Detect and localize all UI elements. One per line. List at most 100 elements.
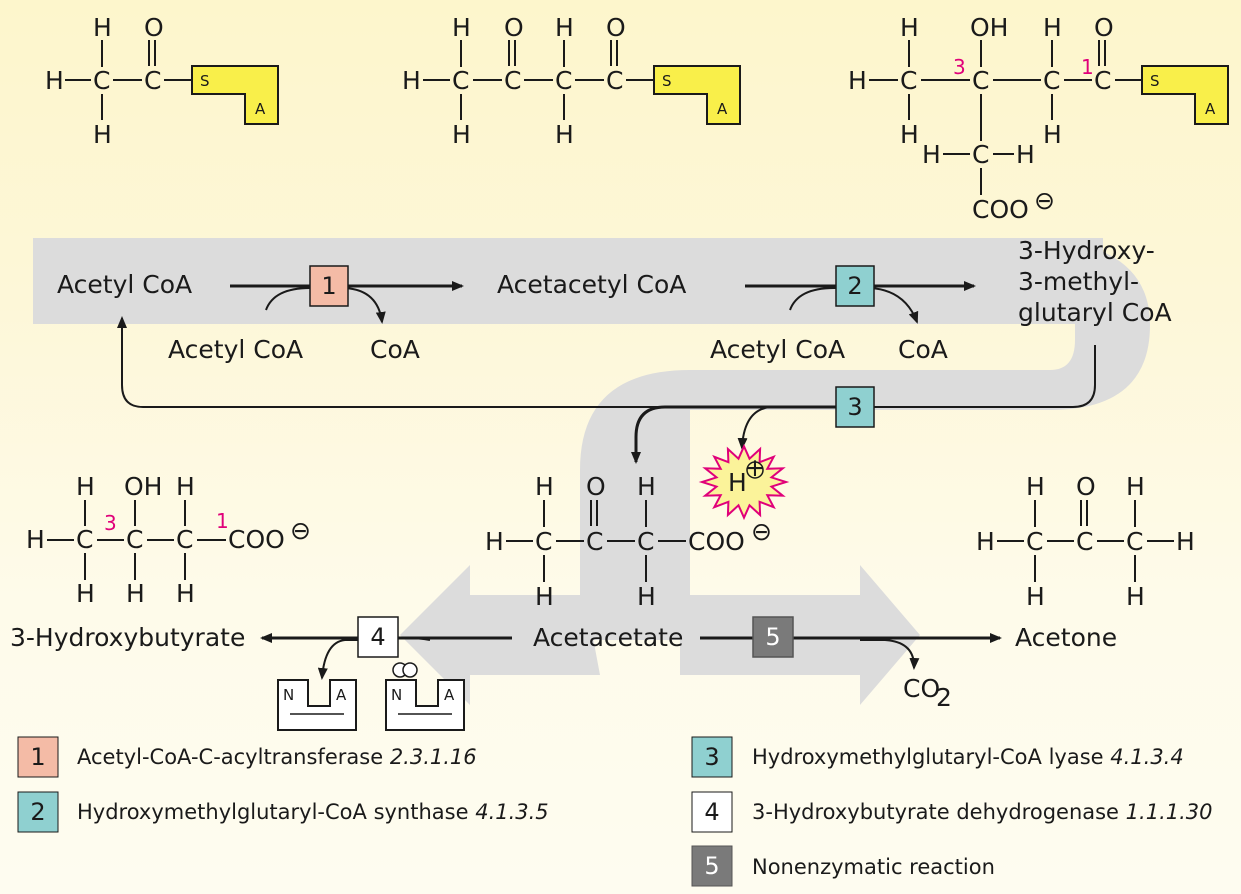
svg-text:A: A <box>1205 100 1216 118</box>
svg-text:⊖: ⊖ <box>290 516 311 545</box>
svg-text:O: O <box>606 13 626 42</box>
svg-text:C: C <box>1126 527 1143 556</box>
svg-text:Hydroxymethylglutaryl-CoA synt: Hydroxymethylglutaryl-CoA synthase 4.1.3… <box>77 800 549 824</box>
legend-item-1: 1 Acetyl-CoA-C-acyltransferase 2.3.1.16 <box>17 736 477 778</box>
svg-text:C: C <box>637 527 654 556</box>
svg-text:H: H <box>93 120 112 149</box>
svg-text:H: H <box>452 13 471 42</box>
svg-text:A: A <box>444 686 455 704</box>
svg-text:H: H <box>26 525 45 554</box>
svg-text:H: H <box>555 120 574 149</box>
svg-text:S: S <box>200 72 210 90</box>
acetyl-coa-structure: H O H C C H S A <box>45 13 279 149</box>
svg-text:1: 1 <box>216 509 229 533</box>
svg-text:H: H <box>402 66 421 95</box>
svg-text:H: H <box>1043 13 1062 42</box>
proton-arrow <box>737 406 836 450</box>
svg-text:⊖: ⊖ <box>751 517 772 546</box>
svg-text:1: 1 <box>321 272 336 300</box>
svg-text:H: H <box>1016 140 1035 169</box>
svg-text:COO: COO <box>688 527 745 556</box>
hmg-coa-label-line2: 3-methyl- <box>1018 267 1139 296</box>
svg-text:H: H <box>535 472 554 501</box>
svg-text:C: C <box>176 525 193 554</box>
svg-text:H: H <box>45 66 64 95</box>
legend-item-5: 5 Nonenzymatic reaction <box>691 845 995 887</box>
acetoacetyl-coa-structure: H O H O H C C C C H H S A <box>402 13 741 149</box>
svg-text:C: C <box>504 66 521 95</box>
svg-text:3-Hydroxybutyrate dehydrogenas: 3-Hydroxybutyrate dehydrogenase 1.1.1.30 <box>752 800 1213 824</box>
svg-text:5: 5 <box>704 852 719 880</box>
svg-text:COO: COO <box>972 195 1029 224</box>
acetyl-coa-label: Acetyl CoA <box>57 270 192 299</box>
svg-text:4: 4 <box>370 623 385 651</box>
proton-starburst-icon: H + <box>698 443 790 521</box>
svg-text:C: C <box>93 66 110 95</box>
svg-text:C: C <box>452 66 469 95</box>
svg-text:C: C <box>144 66 161 95</box>
acetoacetyl-coa-label: Acetacetyl CoA <box>497 270 686 299</box>
hydroxybutyrate-structure: H OH H H C C C COO ⊖ 3 1 H H H <box>26 472 311 608</box>
svg-text:Nonenzymatic reaction: Nonenzymatic reaction <box>752 855 995 879</box>
acetone-structure: H O H H C C C H H H <box>976 472 1195 611</box>
svg-text:H: H <box>126 579 145 608</box>
svg-text:H: H <box>637 472 656 501</box>
svg-text:H: H <box>485 527 504 556</box>
svg-text:C: C <box>555 66 572 95</box>
svg-text:N: N <box>283 686 294 704</box>
svg-text:2: 2 <box>30 798 45 826</box>
svg-text:3: 3 <box>847 393 862 421</box>
svg-text:C: C <box>972 66 989 95</box>
svg-text:H: H <box>1026 582 1045 611</box>
svg-text:H: H <box>76 579 95 608</box>
svg-text:+: + <box>745 453 766 482</box>
svg-text:H: H <box>93 13 112 42</box>
svg-text:S: S <box>1150 72 1160 90</box>
svg-text:Hydroxymethylglutaryl-CoA lyas: Hydroxymethylglutaryl-CoA lyase 4.1.3.4 <box>752 745 1184 769</box>
svg-text:H: H <box>76 472 95 501</box>
svg-text:C: C <box>126 525 143 554</box>
hmg-coa-label-line3: glutaryl CoA <box>1018 298 1172 327</box>
lyase-product-arrow <box>631 405 836 464</box>
svg-text:O: O <box>144 13 164 42</box>
hmg-coa-label-line1: 3-Hydroxy- <box>1018 236 1155 265</box>
svg-text:A: A <box>255 100 266 118</box>
step-box-3: 3 <box>835 386 875 428</box>
svg-text:2: 2 <box>936 683 952 712</box>
step-box-4: 4 <box>357 616 399 658</box>
svg-text:H: H <box>452 120 471 149</box>
svg-text:C: C <box>586 527 603 556</box>
svg-text:O: O <box>586 472 606 501</box>
svg-text:H: H <box>1026 472 1045 501</box>
legend: 1 Acetyl-CoA-C-acyltransferase 2.3.1.16 … <box>17 736 1213 887</box>
step-box-5: 5 <box>752 616 794 658</box>
svg-text:4: 4 <box>704 798 719 826</box>
svg-text:A: A <box>717 100 728 118</box>
svg-text:C: C <box>1026 527 1043 556</box>
svg-text:H: H <box>900 13 919 42</box>
svg-text:H: H <box>1176 527 1195 556</box>
nad-oxidized-icon: N A <box>277 679 357 731</box>
svg-text:C: C <box>76 525 93 554</box>
svg-text:H: H <box>976 527 995 556</box>
svg-text:H: H <box>1043 120 1062 149</box>
svg-text:H: H <box>1126 582 1145 611</box>
svg-text:H: H <box>728 468 747 497</box>
svg-text:C: C <box>535 527 552 556</box>
svg-text:2: 2 <box>847 272 862 300</box>
svg-text:5: 5 <box>765 623 780 651</box>
acetyl-coa-cosubstrate-2: Acetyl CoA <box>710 335 845 364</box>
svg-text:C: C <box>1094 66 1111 95</box>
step-box-2: 2 <box>835 265 875 307</box>
coa-product-1: CoA <box>370 335 420 364</box>
flow-band <box>33 238 1150 705</box>
svg-text:3: 3 <box>953 55 966 79</box>
svg-text:H: H <box>900 120 919 149</box>
svg-text:C: C <box>1043 66 1060 95</box>
hmg-coa-structure: H OH H O H C C C C 3 1 H H H C H COO ⊖ S <box>848 13 1229 224</box>
svg-text:H: H <box>176 472 195 501</box>
svg-text:H: H <box>1126 472 1145 501</box>
svg-text:H: H <box>535 582 554 611</box>
svg-text:H: H <box>637 582 656 611</box>
